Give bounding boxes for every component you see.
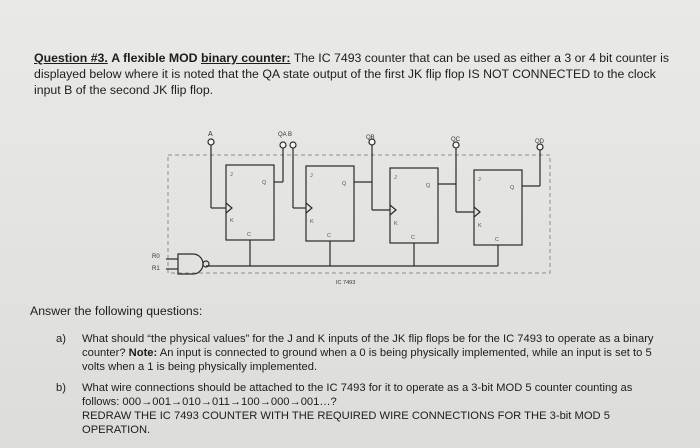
svg-text:J: J xyxy=(394,175,397,181)
label-qb: QB xyxy=(366,135,375,141)
flip-flop-a xyxy=(225,164,275,241)
svg-text:C: C xyxy=(247,232,251,238)
svg-text:K: K xyxy=(310,219,314,225)
flip-flop-d xyxy=(473,169,523,246)
question-title: A flexible MOD binary counter: xyxy=(111,51,291,65)
item-b-label: b) xyxy=(56,382,66,394)
svg-text:J: J xyxy=(478,177,481,183)
svg-text:Q: Q xyxy=(510,185,515,191)
question-header: Question #3. A flexible MOD binary count… xyxy=(34,50,684,98)
item-a-note-text: An input is connected to ground when a 0… xyxy=(82,347,652,373)
svg-text:Q: Q xyxy=(262,180,267,186)
svg-text:J: J xyxy=(310,173,313,179)
label-qa-b: QA B xyxy=(278,132,292,138)
label-input-a: A xyxy=(208,131,213,138)
question-body: The IC 7493 counter that can be used as … xyxy=(34,51,669,97)
svg-text:Q: Q xyxy=(342,181,347,187)
answer-item-b: b) What wire connections should be attac… xyxy=(56,381,662,437)
answer-item-a: a) What should “the physical values” for… xyxy=(56,332,662,374)
label-qc: QC xyxy=(451,137,461,143)
chip-label: IC 7493 xyxy=(336,280,355,286)
nand-gate xyxy=(177,253,204,275)
svg-text:K: K xyxy=(394,221,398,227)
svg-text:C: C xyxy=(411,235,415,241)
flip-flop-b xyxy=(305,165,355,242)
question-number: Question #3. xyxy=(34,51,108,65)
item-a-text: What should “the physical values” for th… xyxy=(82,333,654,359)
item-a-label: a) xyxy=(56,333,66,345)
label-r1: R1 xyxy=(152,266,160,272)
label-r0: R0 xyxy=(152,254,160,260)
item-b-text: What wire connections should be attached… xyxy=(82,382,633,408)
flip-flop-c xyxy=(389,167,439,244)
svg-text:K: K xyxy=(478,223,482,229)
label-qd: QD xyxy=(535,139,545,145)
item-a-note-label: Note: xyxy=(128,347,158,359)
svg-text:K: K xyxy=(230,218,234,224)
svg-text:C: C xyxy=(327,233,331,239)
svg-text:Q: Q xyxy=(426,183,431,189)
svg-text:C: C xyxy=(495,237,499,243)
answer-intro: Answer the following questions: xyxy=(30,304,203,318)
svg-text:J: J xyxy=(230,172,233,178)
item-b-redraw: REDRAW THE IC 7493 COUNTER WITH THE REQU… xyxy=(82,410,610,436)
